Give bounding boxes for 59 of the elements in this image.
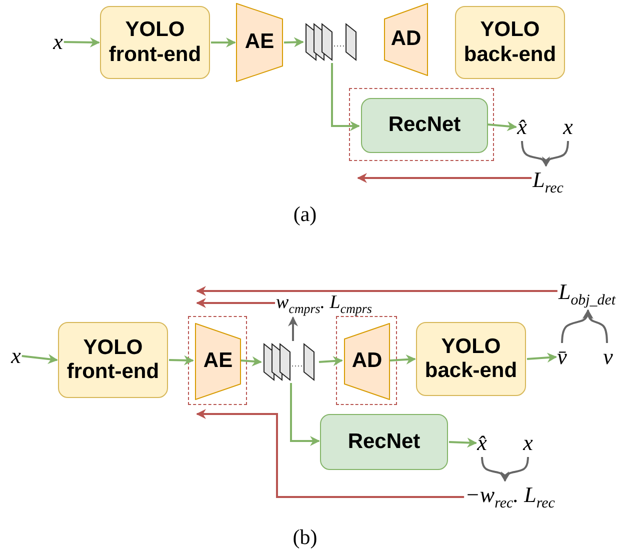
block-label: AD <box>390 27 422 52</box>
arrow <box>481 456 510 482</box>
panel-caption: (a) <box>293 202 317 227</box>
process-box <box>320 414 448 470</box>
block-label: AE <box>244 30 274 55</box>
panel-caption: (b) <box>292 525 318 550</box>
math-symbol: x̂ <box>517 114 527 140</box>
arrow <box>448 438 478 448</box>
block-label: YOLO back-end <box>462 18 558 67</box>
math-symbol: x <box>53 29 63 55</box>
math-symbol: x <box>11 343 21 369</box>
process-box <box>361 98 488 153</box>
decoder-trapezoid <box>344 323 390 400</box>
arrow <box>521 140 550 167</box>
process-box <box>100 6 210 79</box>
arrow <box>331 63 360 131</box>
encoder-trapezoid <box>236 3 283 82</box>
process-box <box>58 322 168 398</box>
process-box <box>455 6 565 79</box>
arrow <box>240 356 262 366</box>
block-label: YOLO front-end <box>66 336 160 384</box>
process-box <box>416 322 526 396</box>
arrow <box>22 354 58 364</box>
block-label: AE <box>203 349 233 374</box>
block-label: AD <box>352 349 382 374</box>
math-symbol: x <box>523 430 533 456</box>
block-label: YOLO back-end <box>424 334 518 384</box>
dashed-group-box <box>188 316 247 405</box>
arrow <box>318 356 343 366</box>
math-symbol: v̄ <box>557 344 567 370</box>
arrow <box>584 309 608 344</box>
arrow <box>290 383 320 446</box>
arrow <box>288 316 298 341</box>
arrow <box>196 298 276 308</box>
dashed-group-box <box>349 88 494 161</box>
math-symbol: w$_{cmprs}$. L$_{cmprs}$ <box>276 292 372 316</box>
block-label: YOLO front-end <box>108 18 202 67</box>
arrow <box>64 37 100 48</box>
arrow <box>390 354 416 365</box>
math-symbol: L$_{rec}$ <box>532 166 564 198</box>
arrow <box>488 121 518 132</box>
arrow <box>561 309 592 344</box>
math-symbol: x <box>563 114 573 140</box>
math-symbol: −w$_{rec}$. L$_{rec}$ <box>465 482 555 512</box>
arrow <box>357 173 532 183</box>
arrow <box>196 409 464 498</box>
math-symbol: L$_{obj_det}$ <box>558 278 616 310</box>
dashed-group-box <box>336 316 397 405</box>
encoder-trapezoid <box>195 323 241 400</box>
arrow <box>211 38 236 48</box>
arrow <box>168 355 194 366</box>
decoder-trapezoid <box>384 3 428 76</box>
block-label: RecNet <box>348 430 420 454</box>
math-symbol: v <box>603 344 613 370</box>
block-label: RecNet <box>388 113 461 138</box>
arrow <box>196 286 558 296</box>
arrow <box>526 352 558 363</box>
math-symbol: x̂ <box>477 430 487 456</box>
arrow <box>284 37 304 48</box>
